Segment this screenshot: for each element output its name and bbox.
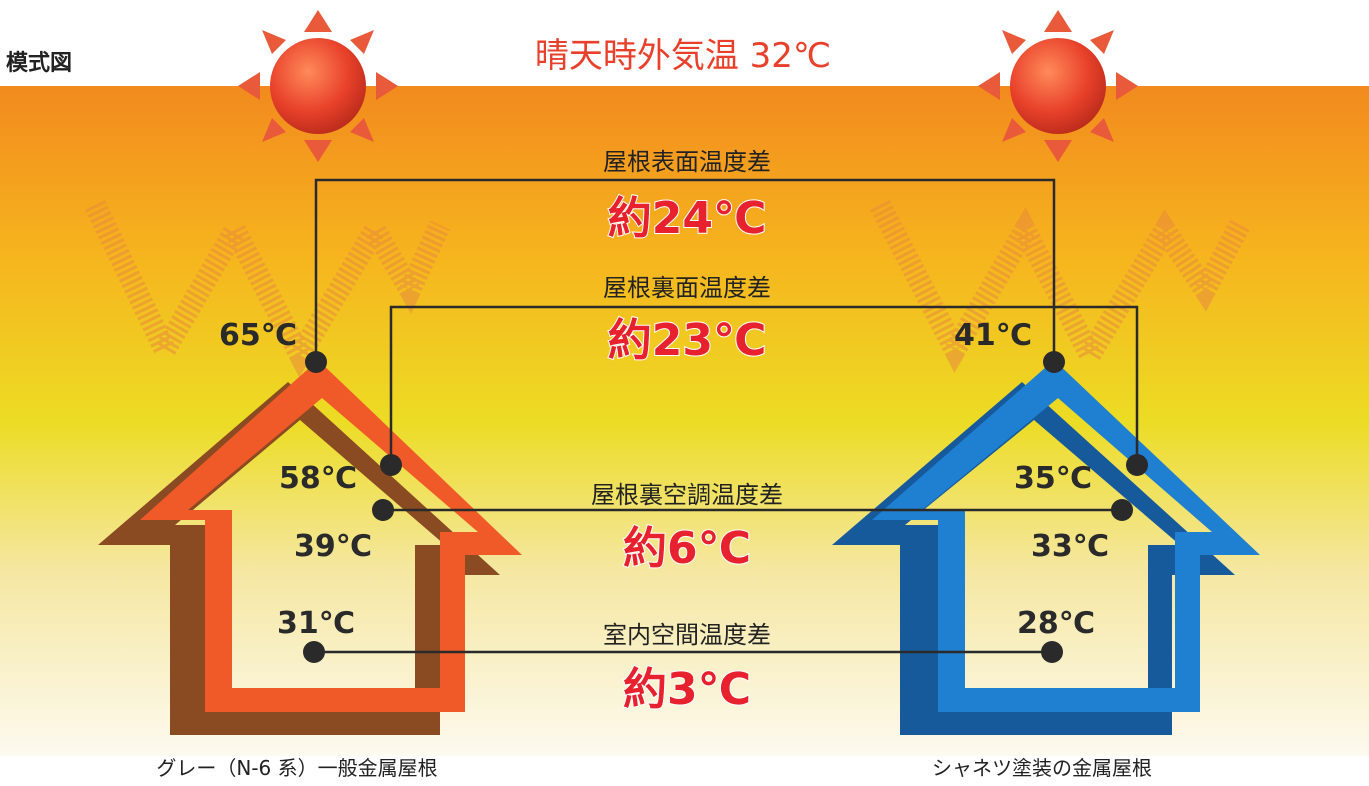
- sun-icon-left: [238, 10, 398, 162]
- house-right-body: [872, 360, 1260, 712]
- heat-wave-left: [85, 200, 450, 378]
- dot-right-indoor: [1041, 641, 1063, 663]
- title: 晴天時外気温 32℃: [535, 36, 831, 76]
- house-left-body: [140, 360, 522, 712]
- difference-label-roof-underside: 屋根裏面温度差: [603, 274, 771, 302]
- dot-left-indoor: [303, 641, 325, 663]
- roof-surface-line: [314, 178, 1056, 362]
- left-roof-underside-temp: 58℃: [279, 461, 357, 496]
- difference-label-roof-surface: 屋根表面温度差: [603, 148, 771, 176]
- house-left: [98, 360, 522, 735]
- right-roof-surface-temp: 41℃: [954, 318, 1032, 353]
- difference-value-roof-underside: 約23℃: [608, 315, 767, 366]
- dot-right-roof-underside: [1126, 454, 1148, 476]
- dot-right-roof-surface: [1043, 351, 1065, 373]
- dot-left-roof-surface: [305, 351, 327, 373]
- difference-value-indoor: 約3℃: [623, 664, 751, 715]
- difference-value-attic-air: 約6℃: [623, 523, 751, 574]
- right-indoor-temp: 28℃: [1017, 606, 1095, 641]
- dot-left-attic-air: [372, 499, 394, 521]
- difference-value-roof-surface: 約24℃: [608, 193, 767, 244]
- dot-right-attic-air: [1111, 499, 1133, 521]
- difference-label-indoor: 室内空間温度差: [603, 621, 771, 649]
- roof-underside-line: [389, 305, 1139, 465]
- heat-wave-right: [870, 199, 1250, 378]
- dot-left-roof-underside: [380, 454, 402, 476]
- caption-right: シャネツ塗装の金属屋根: [932, 756, 1152, 780]
- corner-label: 模式図: [6, 51, 72, 76]
- left-indoor-temp: 31℃: [277, 606, 355, 641]
- difference-label-attic-air: 屋根裏空調温度差: [591, 481, 783, 509]
- sun-icon-right: [978, 10, 1138, 162]
- left-roof-surface-temp: 65℃: [219, 318, 297, 353]
- connector-lines: [314, 178, 1139, 654]
- measurement-points: [303, 351, 1148, 663]
- right-attic-air-temp: 33℃: [1031, 529, 1109, 564]
- right-roof-underside-temp: 35℃: [1014, 461, 1092, 496]
- caption-left: グレー（N-6 系）一般金属屋根: [156, 756, 437, 780]
- left-attic-air-temp: 39℃: [294, 529, 372, 564]
- house-right: [832, 360, 1260, 735]
